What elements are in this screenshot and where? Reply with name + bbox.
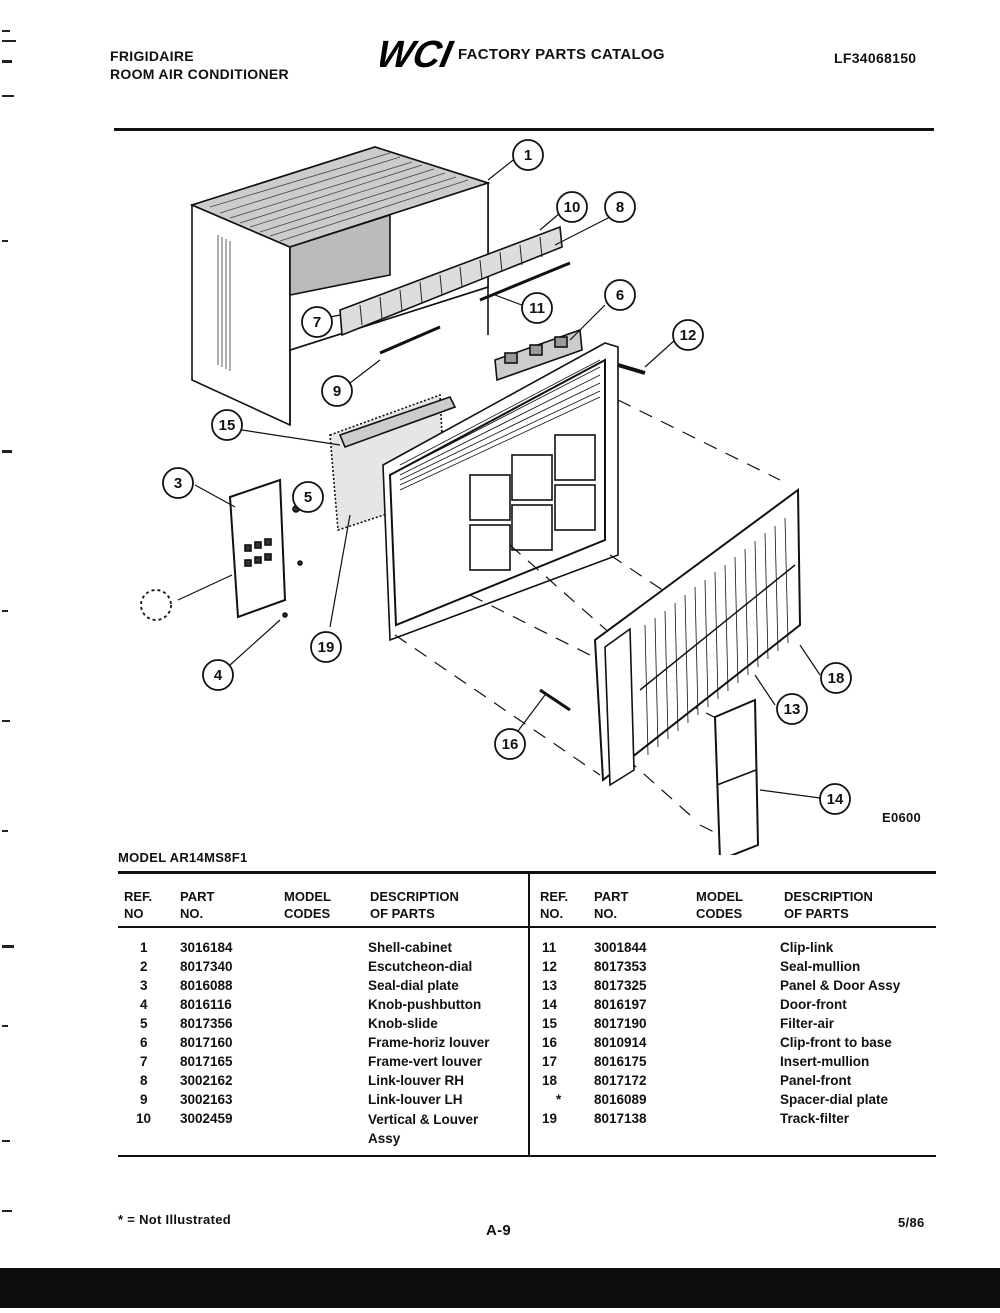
table-bottom-rule bbox=[118, 1155, 936, 1157]
header-ref-no-right: REF. NO. bbox=[540, 889, 569, 921]
callout-16: 16 bbox=[502, 736, 519, 753]
callout-4: 4 bbox=[214, 667, 223, 684]
callout-19: 19 bbox=[318, 639, 335, 656]
control-escutcheon-drawing bbox=[494, 328, 583, 382]
callout-5: 5 bbox=[304, 489, 312, 506]
table-top-rule bbox=[118, 871, 936, 874]
header-rule bbox=[114, 128, 934, 131]
model-label: MODEL AR14MS8F1 bbox=[118, 850, 248, 865]
callout-1: 1 bbox=[524, 147, 532, 164]
brand-name: FRIGIDAIRE bbox=[110, 48, 194, 64]
callout-11: 11 bbox=[529, 300, 545, 317]
catalog-title: FACTORY PARTS CATALOG bbox=[458, 46, 665, 63]
svg-text:WCI: WCI bbox=[380, 34, 457, 74]
callout-10: 10 bbox=[564, 199, 581, 216]
wci-logo: WCI bbox=[373, 33, 470, 76]
callout-15: 15 bbox=[219, 417, 236, 434]
callout-9: 9 bbox=[333, 383, 341, 400]
louver-assembly-drawing bbox=[339, 225, 571, 355]
clip-drawing bbox=[539, 688, 571, 712]
catalog-number: LF34068150 bbox=[834, 50, 917, 66]
page-number: A-9 bbox=[486, 1222, 512, 1239]
not-illustrated-note: * = Not Illustrated bbox=[118, 1212, 231, 1227]
callout-8: 8 bbox=[616, 199, 624, 216]
header-part-no: PART NO. bbox=[180, 889, 215, 921]
header-model-codes-right: MODEL CODES bbox=[696, 889, 743, 921]
door-drawing bbox=[713, 698, 760, 862]
scan-bottom-edge bbox=[0, 1268, 1000, 1308]
exploded-parts-diagram: 1 10 8 11 7 6 12 9 15 3 5 19 4 18 13 16 … bbox=[100, 135, 960, 862]
table-header-rule bbox=[118, 926, 936, 928]
header-description: DESCRIPTION OF PARTS bbox=[370, 889, 459, 921]
front-frame-drawing bbox=[382, 342, 646, 642]
front-panel-drawing bbox=[593, 488, 802, 787]
table-center-divider bbox=[528, 873, 530, 1156]
callout-13: 13 bbox=[784, 701, 801, 718]
drawing-code: E0600 bbox=[882, 810, 922, 825]
header-model-codes: MODEL CODES bbox=[284, 889, 331, 921]
header-part-no-right: PART NO. bbox=[594, 889, 629, 921]
header-description-right: DESCRIPTION OF PARTS bbox=[784, 889, 873, 921]
shell-cabinet-drawing bbox=[189, 146, 491, 427]
callout-3: 3 bbox=[174, 475, 182, 492]
product-name: ROOM AIR CONDITIONER bbox=[110, 66, 289, 82]
callout-18: 18 bbox=[828, 670, 845, 687]
dial-plate-drawing bbox=[228, 478, 303, 619]
callout-6: 6 bbox=[616, 287, 624, 304]
callout-7: 7 bbox=[313, 314, 321, 331]
print-date: 5/86 bbox=[898, 1215, 925, 1230]
callout-14: 14 bbox=[827, 791, 844, 808]
callout-12: 12 bbox=[680, 327, 697, 344]
header-ref-no: REF. NO bbox=[124, 889, 153, 921]
page-left-edge bbox=[0, 0, 24, 1308]
